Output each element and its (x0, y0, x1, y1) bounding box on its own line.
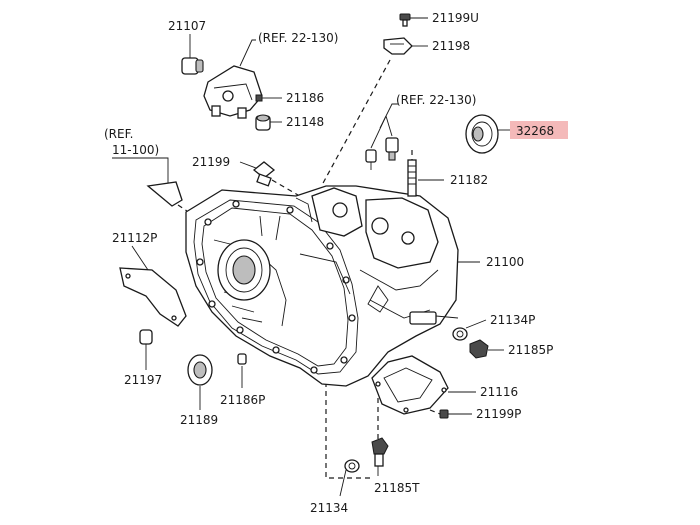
part-21185T-plug (371, 437, 389, 467)
part-21199-bolt (252, 161, 276, 187)
part-21116-oil-pan (371, 355, 449, 415)
part-21112P-cover (119, 267, 187, 327)
label-21185P: 21185P (508, 343, 553, 357)
part-21182-stud (407, 159, 417, 197)
label-21182: 21182 (450, 173, 488, 187)
leader-21199 (239, 161, 257, 169)
part-21186P-pin (237, 353, 247, 365)
part-21185P-plug (469, 339, 489, 359)
leader-21134P (465, 319, 487, 329)
label-21116: 21116 (480, 385, 518, 399)
part-21134-gasket (344, 459, 360, 473)
part-21197-plug (139, 329, 153, 345)
label-21112P: 21112P (112, 231, 157, 245)
label-21189: 21189 (180, 413, 218, 427)
label-21197: 21197 (124, 373, 162, 387)
part-21186-pin (255, 94, 268, 102)
dash-line-21199P (429, 409, 441, 415)
leader-ref11-100 (112, 157, 169, 192)
label-ref22-130-a: (REF. 22-130) (258, 31, 338, 45)
part-32268-oil-seal (465, 114, 499, 154)
label-ref11-100-a: (REF. (104, 127, 133, 141)
label-21107: 21107 (168, 19, 206, 33)
label-21148: 21148 (286, 115, 324, 129)
part-sensor-a (365, 149, 377, 170)
leader-21134 (339, 469, 347, 497)
part-ref11-100-stud (146, 181, 183, 207)
label-21199U: 21199U (432, 11, 479, 25)
leader-ref22-130-a (239, 39, 256, 67)
transaxle-case (185, 185, 459, 387)
label-21134P: 21134P (490, 313, 535, 327)
part-21198-clip (383, 37, 413, 55)
part-bracket-assembly (203, 65, 263, 119)
label-21199P: 21199P (476, 407, 521, 421)
part-21189-seal (187, 354, 213, 386)
leader-21112P (131, 245, 149, 271)
part-21199P-bolt (439, 409, 449, 419)
label-21198: 21198 (432, 39, 470, 53)
label-ref22-130-b: (REF. 22-130) (396, 93, 476, 107)
label-32268: 32268 (516, 124, 554, 138)
highlight-32268 (510, 121, 568, 139)
label-21185T: 21185T (374, 481, 420, 495)
label-ref11-100-b: 11-100) (112, 143, 159, 157)
dash-line-top (321, 59, 391, 186)
label-21100: 21100 (486, 255, 524, 269)
part-21148-bushing (255, 114, 271, 131)
label-21186: 21186 (286, 91, 324, 105)
dash-line-bottom (325, 382, 370, 479)
label-21199: 21199 (192, 155, 230, 169)
label-21134: 21134 (310, 501, 348, 515)
part-21134P-gasket (452, 327, 468, 341)
part-21107-bushing (181, 57, 204, 75)
part-21199U-bolt (399, 13, 411, 27)
part-sensor-b (385, 137, 399, 161)
label-21186P: 21186P (220, 393, 265, 407)
leader-ref22-130-b-arrow (379, 115, 387, 129)
